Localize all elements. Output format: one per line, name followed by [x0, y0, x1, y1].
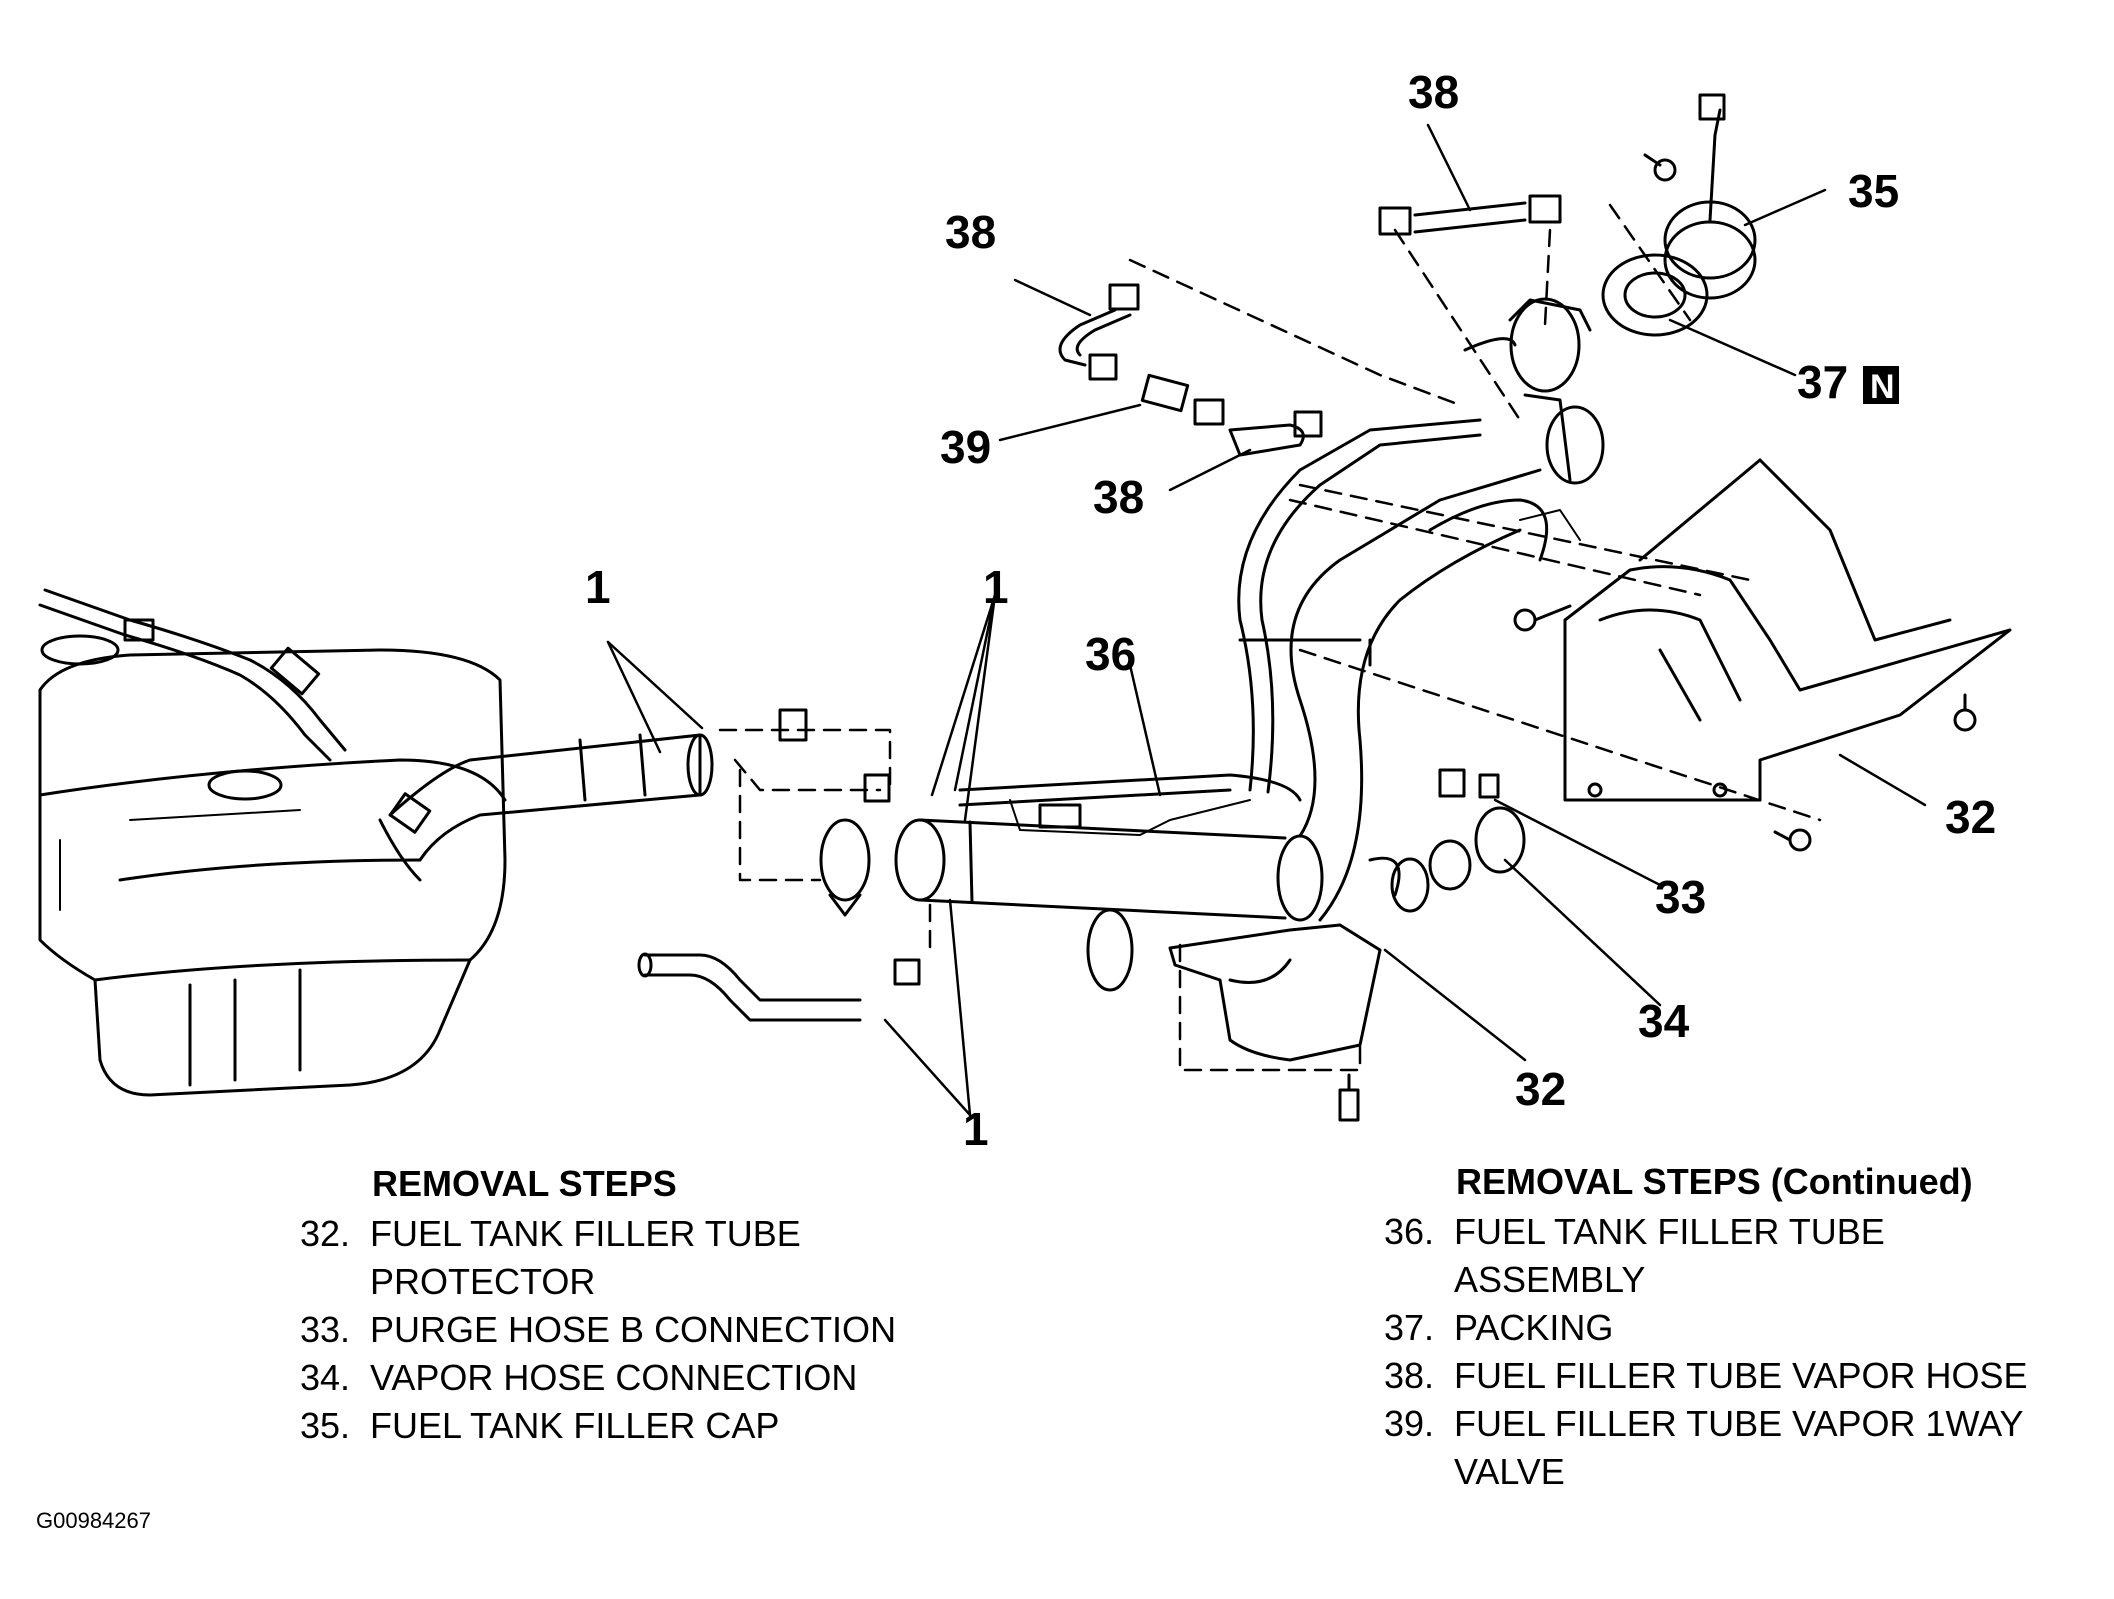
figure-id: G00984267	[36, 1508, 151, 1533]
step-number: 37.	[1384, 1307, 1435, 1348]
callout-34: 34	[1638, 995, 1690, 1047]
new-part-badge-label: N	[1870, 368, 1895, 406]
filler-cap-parts	[1601, 93, 1757, 337]
removal-steps-continued-list: REMOVAL STEPS (Continued) 36. FUEL TANK …	[1384, 1158, 2104, 1496]
callout-1-bottom: 1	[963, 1103, 989, 1155]
removal-steps-list: REMOVAL STEPS 32. FUEL TANK FILLER TUBE …	[300, 1160, 1060, 1450]
new-part-badge	[1863, 366, 1899, 404]
bolts	[1338, 604, 1977, 1122]
removal-steps-continued-heading: REMOVAL STEPS (Continued)	[1456, 1161, 1973, 1202]
step-text: VAPOR HOSE CONNECTION	[370, 1357, 858, 1398]
step-number: 38.	[1384, 1355, 1435, 1396]
callout-36: 36	[1085, 628, 1136, 680]
step-item: 38. FUEL FILLER TUBE VAPOR HOSE	[1384, 1352, 2104, 1400]
step-item: 39. FUEL FILLER TUBE VAPOR 1WAY VALVE	[1384, 1400, 2104, 1496]
step-item: 35. FUEL TANK FILLER CAP	[300, 1402, 1060, 1450]
filler-inlet	[1428, 297, 1605, 562]
clamps	[778, 708, 1526, 992]
callout-1-left: 1	[585, 561, 611, 613]
step-number: 36.	[1384, 1211, 1435, 1252]
fuel-pump-module	[38, 588, 347, 801]
step-number: 34.	[300, 1357, 351, 1398]
callout-1-mid: 1	[983, 561, 1009, 613]
fuel-tank	[38, 648, 507, 1097]
step-text: FUEL TANK FILLER CAP	[370, 1405, 780, 1446]
step-number: 32.	[300, 1213, 351, 1254]
callout-38-top: 38	[1408, 66, 1459, 118]
callout-38-mid: 38	[1093, 471, 1144, 523]
callout-38-left: 38	[945, 206, 996, 258]
callout-39: 39	[940, 421, 991, 473]
step-text: FUEL TANK FILLER TUBE PROTECTOR	[370, 1213, 801, 1302]
step-item: 36. FUEL TANK FILLER TUBE ASSEMBLY	[1384, 1208, 2104, 1304]
leader-lines	[606, 123, 1927, 1117]
vapor-hose-lower	[637, 952, 921, 1022]
callout-33: 33	[1655, 871, 1706, 923]
step-number: 33.	[300, 1309, 351, 1350]
step-item: 33. PURGE HOSE B CONNECTION	[300, 1306, 1060, 1354]
callout-32-right: 32	[1945, 791, 1996, 843]
protector-right	[1563, 458, 2012, 802]
step-text: FUEL FILLER TUBE VAPOR HOSE	[1454, 1355, 2028, 1396]
step-number: 39.	[1384, 1403, 1435, 1444]
step-text: PURGE HOSE B CONNECTION	[370, 1309, 897, 1350]
vapor-hoses-top	[1058, 194, 1562, 457]
step-text: FUEL TANK FILLER TUBE ASSEMBLY	[1454, 1211, 1885, 1300]
step-item: 37. PACKING	[1384, 1304, 2104, 1352]
callout-37: 37	[1797, 356, 1848, 408]
callout-35: 35	[1848, 165, 1899, 217]
callout-32-bottom: 32	[1515, 1063, 1566, 1115]
filler-tube-assembly	[894, 418, 1542, 922]
step-text: FUEL FILLER TUBE VAPOR 1WAY VALVE	[1454, 1403, 2023, 1492]
step-item: 32. FUEL TANK FILLER TUBE PROTECTOR	[300, 1210, 1060, 1306]
step-item: 34. VAPOR HOSE CONNECTION	[300, 1354, 1060, 1402]
protector-bottom	[1168, 923, 1382, 1062]
removal-steps-heading: REMOVAL STEPS	[372, 1163, 677, 1204]
filler-neck-at-tank	[378, 733, 714, 882]
step-text: PACKING	[1454, 1307, 1614, 1348]
fuel-filler-exploded-diagram: 38 38 38 39 35 37 N 1 1 1 36 32 33 34 32	[38, 66, 2012, 1155]
step-number: 35.	[300, 1405, 351, 1446]
alignment-lines	[718, 203, 1822, 1072]
